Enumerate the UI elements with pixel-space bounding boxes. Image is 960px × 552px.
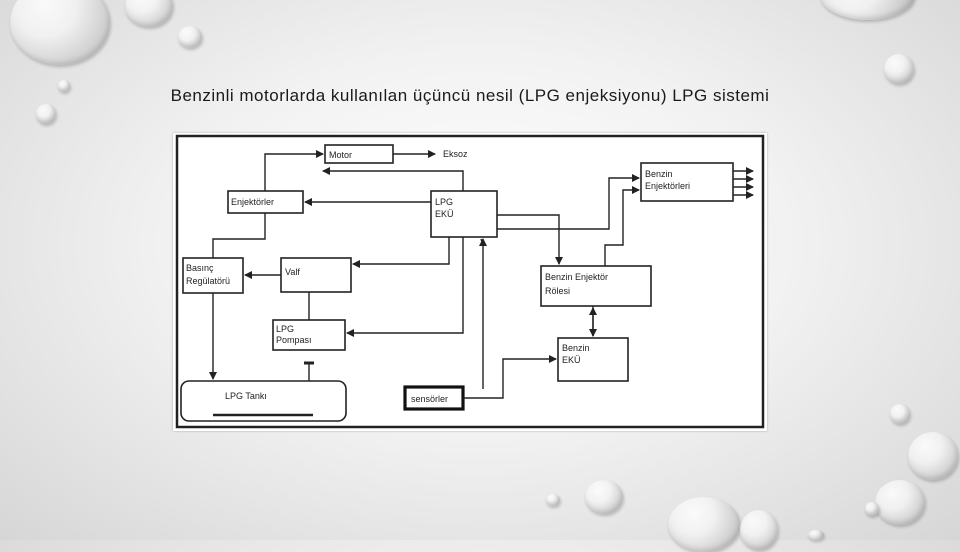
- basinc-regulatoru-label-2: Regülatörü: [186, 276, 230, 286]
- water-drop: [865, 502, 879, 516]
- sensor-bus-line: [480, 238, 484, 389]
- valf-label: Valf: [285, 267, 300, 277]
- lpg-tanki-box: [180, 380, 347, 422]
- lpg-pompasi-box: [272, 319, 346, 351]
- benzin-eku-label-1: Benzin: [562, 343, 590, 353]
- water-drop: [740, 510, 778, 550]
- benzin-enjektor-rolesi-label-1: Benzin Enjektör: [545, 272, 608, 282]
- egzoz-label: Eksoz: [443, 149, 468, 159]
- benzin-enjektorleri-label-1: Benzin: [645, 169, 673, 179]
- water-drop: [125, 0, 173, 27]
- lpg-tanki-label: LPG Tankı: [225, 391, 267, 401]
- water-drop: [875, 480, 925, 525]
- benzin-eku-box: [557, 337, 629, 382]
- enjektorler-label: Enjektörler: [231, 197, 274, 207]
- lpg-eku-label-1: LPG: [435, 197, 453, 207]
- benzin-enjektorleri-box: [640, 162, 734, 202]
- water-drop: [10, 0, 110, 65]
- benzin-enjektor-rolesi-box: [540, 265, 652, 307]
- water-drop: [884, 54, 914, 84]
- water-drop: [58, 80, 70, 92]
- basinc-regulatoru-label-1: Basınç: [186, 263, 214, 273]
- lpg-eku-label-2: EKÜ: [435, 209, 454, 219]
- lpg-eku-to-valf-arrow: [352, 237, 450, 268]
- lpg-eku-to-benzin-enjektorleri-line: [497, 174, 640, 230]
- water-drop: [820, 0, 915, 20]
- lpg-eku-to-motor-arrow: [322, 167, 464, 191]
- slide-title: Benzinli motorlarda kullanılan üçüncü ne…: [170, 86, 770, 105]
- water-drop: [808, 530, 824, 540]
- enjektorler-to-regulator-line: [212, 213, 266, 258]
- water-drop: [890, 404, 910, 424]
- sensorler-label: sensörler: [411, 394, 448, 404]
- lpg-system-diagram: Motor Eksoz Benzin Enjektörleri Enjektör…: [173, 133, 767, 431]
- rolesi-to-benzin-enjektorleri-arrow: [604, 186, 640, 266]
- motor-label: Motor: [329, 150, 352, 160]
- sensor-to-benzin-eku-arrow: [463, 355, 557, 399]
- lpg-eku-box: [430, 190, 498, 238]
- benzin-enjektorleri-label-2: Enjektörleri: [645, 181, 690, 191]
- benzin-eku-label-2: EKÜ: [562, 355, 581, 365]
- valf-box: [280, 257, 352, 293]
- water-drop: [908, 432, 958, 480]
- lpg-pompasi-label-2: Pompası: [276, 335, 312, 345]
- enjektor-to-motor-arrow: [264, 150, 324, 191]
- lpg-eku-to-benzin-rolesi-arrow: [497, 214, 563, 265]
- diagram-border: [175, 134, 765, 429]
- water-drop: [546, 494, 560, 506]
- water-drop: [36, 104, 56, 124]
- water-drop: [585, 480, 623, 514]
- water-drop: [668, 497, 740, 552]
- benzin-enjektor-rolesi-label-2: Rölesi: [545, 286, 570, 296]
- water-drop: [178, 26, 202, 48]
- lpg-pompasi-label-1: LPG: [276, 324, 294, 334]
- lpg-eku-to-pompa-arrow: [346, 237, 464, 337]
